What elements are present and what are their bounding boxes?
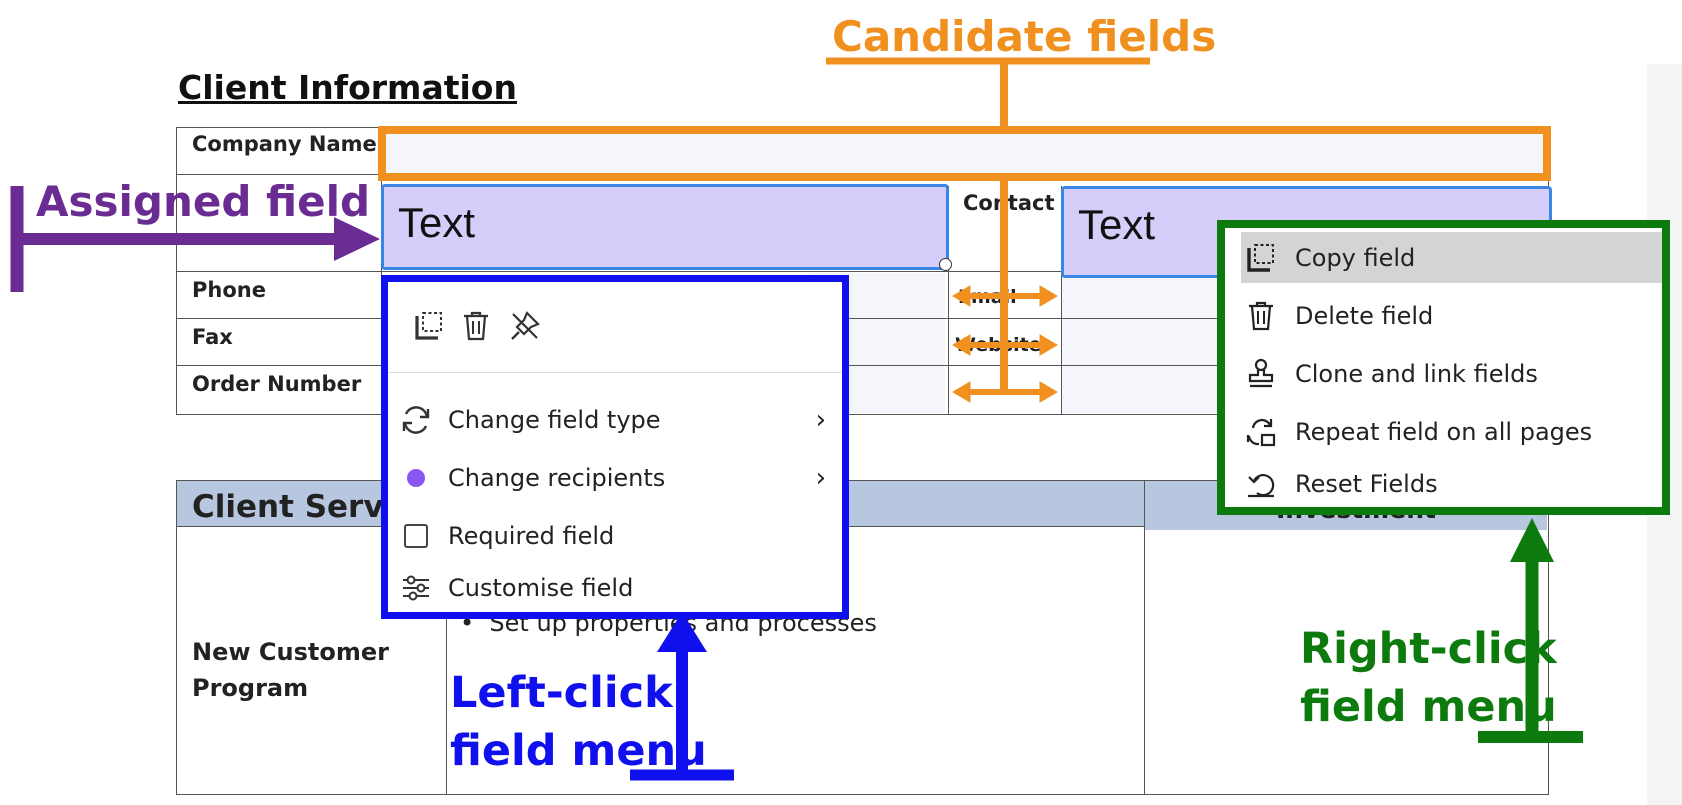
assigned-text-field-1[interactable]: Text — [381, 184, 949, 270]
sliders-icon — [403, 575, 429, 601]
company-name-field-bg — [382, 130, 1547, 180]
candidate-fields-annotation: Candidate fields — [832, 12, 1217, 61]
fax-label: Fax — [192, 325, 233, 349]
change-field-type-item[interactable]: Change field type › — [400, 392, 830, 448]
candidate-fields-bracket — [378, 57, 1551, 394]
company-name-label: Company Name — [192, 132, 377, 156]
checkbox-icon[interactable] — [400, 520, 432, 552]
left-click-field-menu: Change field type › Change recipients › … — [381, 275, 849, 619]
assigned-field-2-text: Text — [1078, 201, 1156, 248]
copy-field-icon[interactable] — [414, 310, 444, 347]
chevron-right-icon: › — [815, 463, 826, 493]
copy-field-item[interactable]: Copy field — [1245, 230, 1655, 286]
right-click-menu-arrow — [1478, 518, 1583, 743]
candidate-field-arrows — [952, 285, 1058, 403]
new-customer-program-label: New Customer Program — [192, 638, 389, 702]
assigned-field-arrow — [10, 186, 380, 292]
right-click-field-menu: Copy field Delete field Clone and link f… — [1217, 220, 1670, 515]
clone-link-fields-item[interactable]: Clone and link fields — [1245, 346, 1655, 402]
delete-icon[interactable] — [461, 310, 491, 347]
stamp-icon — [1248, 358, 1274, 388]
repeat-icon — [1246, 418, 1276, 447]
reset-fields-item[interactable]: Reset Fields — [1245, 461, 1655, 507]
left-click-menu-arrow — [630, 612, 734, 781]
chevron-right-icon: › — [815, 405, 826, 435]
repeat-field-all-pages-item[interactable]: Repeat field on all pages — [1245, 404, 1655, 460]
order-number-label: Order Number — [192, 372, 362, 396]
left-click-annotation: Left-click field menu — [450, 668, 707, 776]
contact-label: Contact — [963, 191, 1055, 215]
menu-highlight — [1241, 232, 1662, 283]
copy-field-icon — [1247, 244, 1274, 272]
reset-icon — [1248, 474, 1275, 498]
trash-icon — [1249, 301, 1273, 331]
refresh-icon — [402, 406, 430, 434]
delete-field-item[interactable]: Delete field — [1245, 288, 1655, 344]
assigned-field-annotation: Assigned field — [36, 177, 371, 226]
phone-label: Phone — [192, 278, 266, 302]
section-title: Client Information — [178, 68, 517, 107]
change-recipients-item[interactable]: Change recipients › — [400, 450, 830, 506]
recipient-dot-icon — [407, 469, 425, 487]
pin-icon[interactable] — [509, 310, 541, 347]
resize-handle[interactable] — [939, 258, 952, 271]
required-field-item[interactable]: Required field — [400, 508, 830, 564]
right-click-annotation: Right-click field menu — [1300, 624, 1557, 732]
customise-field-item[interactable]: Customise field — [400, 566, 830, 610]
assigned-field-1-text: Text — [398, 199, 476, 246]
